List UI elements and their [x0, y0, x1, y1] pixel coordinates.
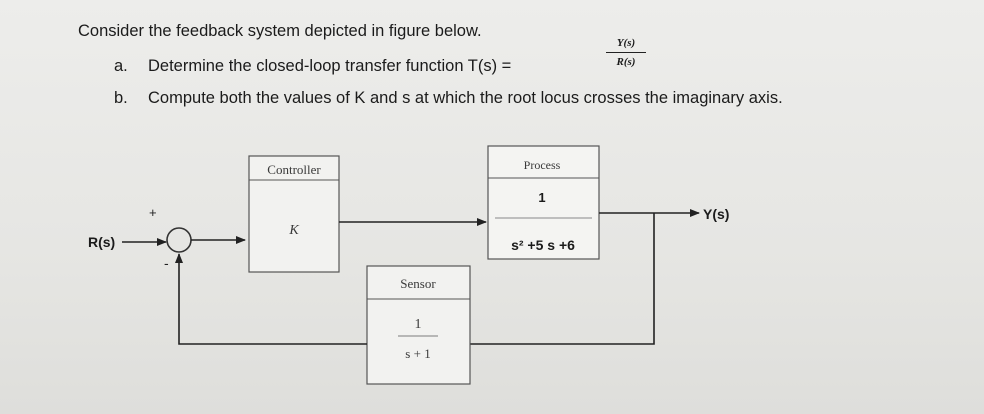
- controller-block: [248, 155, 340, 273]
- summing-minus-sign: -: [164, 255, 169, 271]
- controller-gain: K: [288, 223, 299, 238]
- process-denominator: s² +5 s +6: [511, 237, 575, 253]
- part-b-label: b.: [114, 89, 128, 107]
- part-a-label: a.: [114, 57, 128, 75]
- sensor-block: [366, 265, 471, 385]
- summing-junction: [166, 227, 192, 253]
- question-intro: Consider the feedback system depicted in…: [78, 22, 482, 40]
- feedback-line-left: [175, 253, 367, 345]
- process-block: [487, 145, 600, 260]
- part-a-text: Determine the closed-loop transfer funct…: [148, 57, 512, 75]
- controller-title: Controller: [267, 162, 321, 177]
- part-b-text: Compute both the values of K and s at wh…: [148, 89, 783, 107]
- summing-plus-sign: +: [149, 205, 157, 220]
- transfer-function-fraction: Y(s) R(s): [606, 36, 646, 69]
- sensor-title: Sensor: [400, 276, 436, 291]
- input-label: R(s): [88, 234, 115, 250]
- fraction-bar: [606, 52, 646, 53]
- sensor-denominator: s + 1: [405, 346, 430, 361]
- feedback-line-right: [470, 213, 655, 345]
- process-numerator: 1: [538, 190, 545, 205]
- process-title: Process: [524, 158, 561, 172]
- output-label: Y(s): [703, 206, 729, 222]
- fraction-denominator: R(s): [616, 56, 636, 68]
- fraction-numerator: Y(s): [616, 37, 636, 49]
- sensor-numerator: 1: [415, 317, 422, 332]
